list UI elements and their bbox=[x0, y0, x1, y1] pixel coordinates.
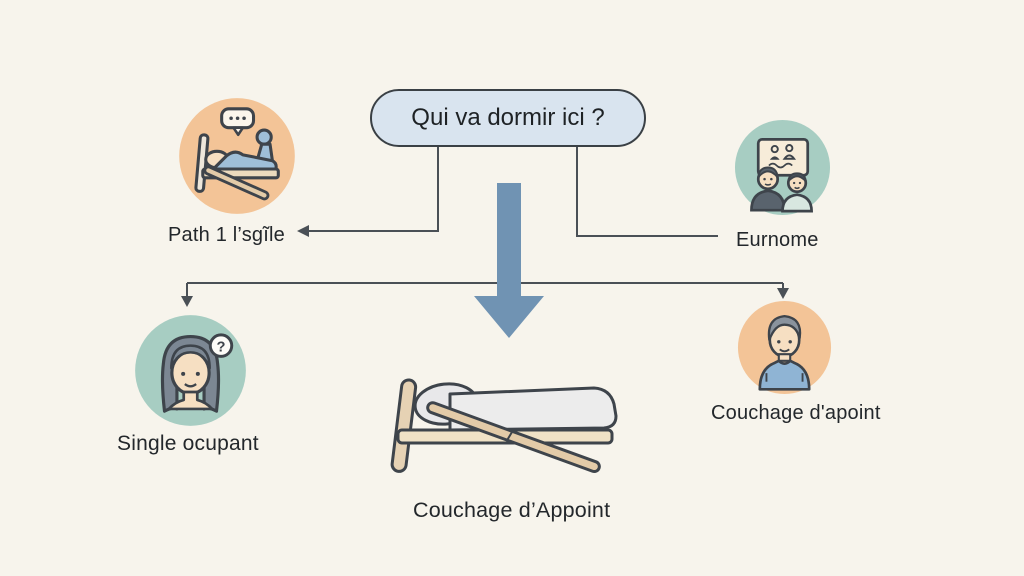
node-top-left bbox=[178, 97, 296, 215]
woman-with-question-mark-icon: ? bbox=[135, 315, 246, 426]
big-down-arrow-icon bbox=[474, 183, 544, 338]
label-bottom-left: Single ocupant bbox=[117, 432, 259, 455]
sleeping-person-in-bed-icon bbox=[179, 98, 295, 214]
connector-right-branch bbox=[576, 147, 718, 237]
connector-left-branch bbox=[307, 147, 439, 232]
arrowhead-left-icon bbox=[297, 225, 309, 237]
node-bottom-left: ? bbox=[134, 314, 247, 427]
label-top-right: Eurnome bbox=[736, 229, 819, 251]
node-bottom-right bbox=[737, 300, 832, 395]
label-bottom-right: Couchage d'apoint bbox=[711, 402, 881, 424]
question-badge-glyph: ? bbox=[217, 339, 226, 355]
label-top-left: Path 1 l’sgĩle bbox=[168, 224, 285, 246]
label-bottom-center: Couchage d’Appoint bbox=[413, 498, 611, 522]
two-people-presentation-board-icon bbox=[734, 119, 831, 216]
man-portrait-icon bbox=[737, 300, 832, 395]
node-top-right bbox=[734, 119, 831, 216]
question-bubble: Qui va dormir ici ? bbox=[370, 89, 646, 147]
node-bottom-center bbox=[388, 372, 628, 484]
question-bubble-text: Qui va dormir ici ? bbox=[411, 104, 605, 131]
arrowhead-down-right-icon bbox=[777, 288, 789, 299]
guest-bed-icon bbox=[390, 378, 618, 474]
arrowhead-down-left-icon bbox=[181, 296, 193, 307]
